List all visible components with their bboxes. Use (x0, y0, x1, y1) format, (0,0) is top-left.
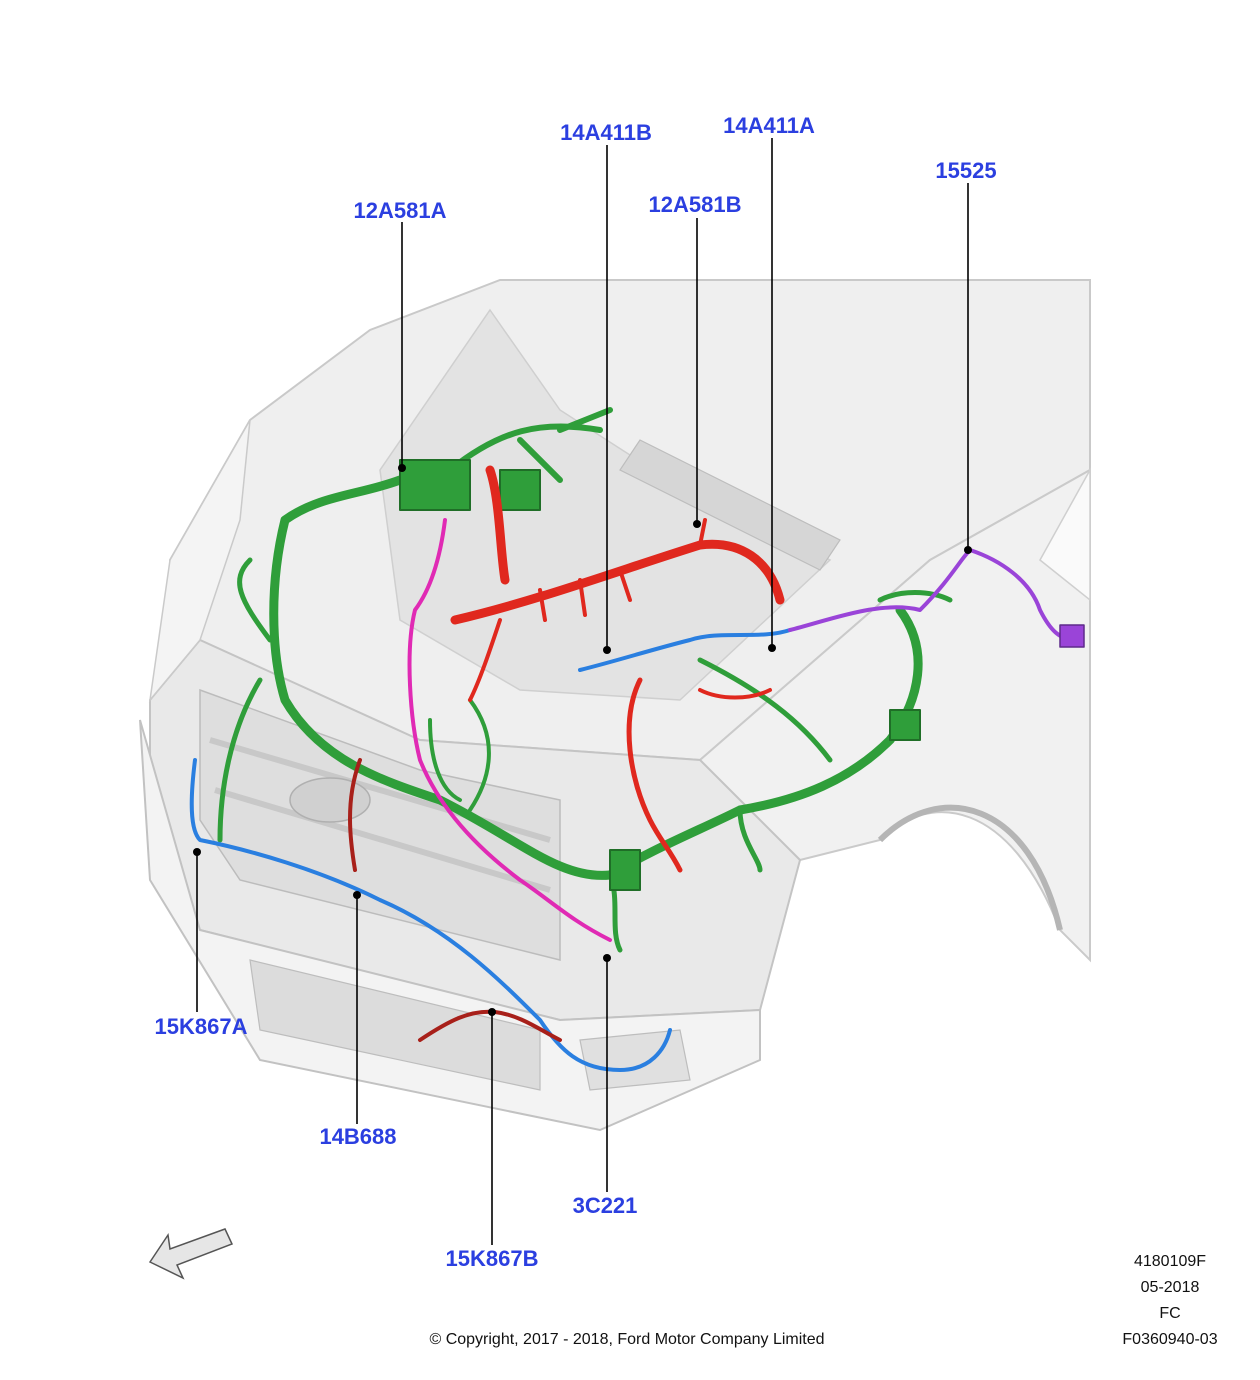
green-connector-1 (499, 469, 541, 511)
leader-lines (193, 138, 972, 1245)
copyright-text: © Copyright, 2017 - 2018, Ford Motor Com… (429, 1331, 824, 1348)
fuse-box (399, 459, 471, 511)
info-block: 4180109F 05-2018 FC F0360940-03 (1122, 1253, 1217, 1348)
leader-dot-15525 (964, 546, 972, 554)
harness-green-branch-4 (697, 590, 953, 763)
callout-3C221: 3C221 (573, 1193, 638, 1218)
leader-dot-15K867B (488, 1008, 496, 1016)
leader-dot-14A411B (603, 646, 611, 654)
info-ref: 4180109F (1134, 1253, 1206, 1270)
callout-12A581B: 12A581B (649, 192, 742, 217)
harness-red-branch-3 (468, 618, 772, 702)
callout-14A411B: 14A411B (560, 120, 652, 145)
green-connector-2 (609, 849, 641, 891)
harness-red-main (450, 465, 785, 625)
callout-12A581A: 12A581A (354, 198, 447, 223)
harness-green-branch-5 (428, 698, 491, 812)
purple-connector (1059, 624, 1085, 648)
emblem (289, 777, 371, 823)
leader-dot-15K867A (193, 848, 201, 856)
leader-dot-14A411A (768, 644, 776, 652)
hood-vent (619, 439, 841, 571)
callout-labels: 12A581A 14A411B 14A411A 12A581B 15525 15… (155, 113, 997, 1271)
grille (199, 688, 561, 961)
green-connector-3 (889, 709, 921, 741)
leader-dot-3C221 (603, 954, 611, 962)
callout-15K867A: 15K867A (155, 1014, 248, 1039)
callout-14A411A: 14A411A (723, 113, 815, 138)
harness-blue-bumper (189, 758, 672, 1072)
info-date: 05-2018 (1141, 1279, 1200, 1296)
direction-arrow-icon (148, 1228, 234, 1280)
callout-14B688: 14B688 (319, 1124, 396, 1149)
grille-bar-1 (209, 737, 551, 843)
harness-blue-engine (578, 628, 792, 672)
harness-green-branch-2 (217, 557, 273, 843)
wheel-arch (877, 804, 1063, 931)
callout-15K867B: 15K867B (446, 1246, 539, 1271)
vehicle-illustration (139, 279, 1091, 1132)
bumper-lower-grille (249, 959, 541, 1091)
fog-lamp-recess (579, 1029, 691, 1091)
harness-group (189, 407, 1085, 1072)
harness-green-branch-1 (447, 407, 613, 483)
info-figure: F0360940-03 (1122, 1331, 1217, 1348)
harness-darkred-1 (348, 758, 362, 872)
grille-bar-2 (214, 787, 551, 893)
harness-red-branch-1 (626, 677, 683, 873)
info-code: FC (1159, 1305, 1180, 1322)
harness-red-branch-2 (538, 518, 707, 622)
leader-dot-14B688 (353, 891, 361, 899)
callout-15525: 15525 (935, 158, 996, 183)
harness-magenta (407, 518, 612, 942)
leader-dot-12A581B (693, 520, 701, 528)
left-fender (148, 419, 251, 703)
leader-dot-12A581A (398, 464, 406, 472)
windshield-edge (1039, 467, 1091, 602)
